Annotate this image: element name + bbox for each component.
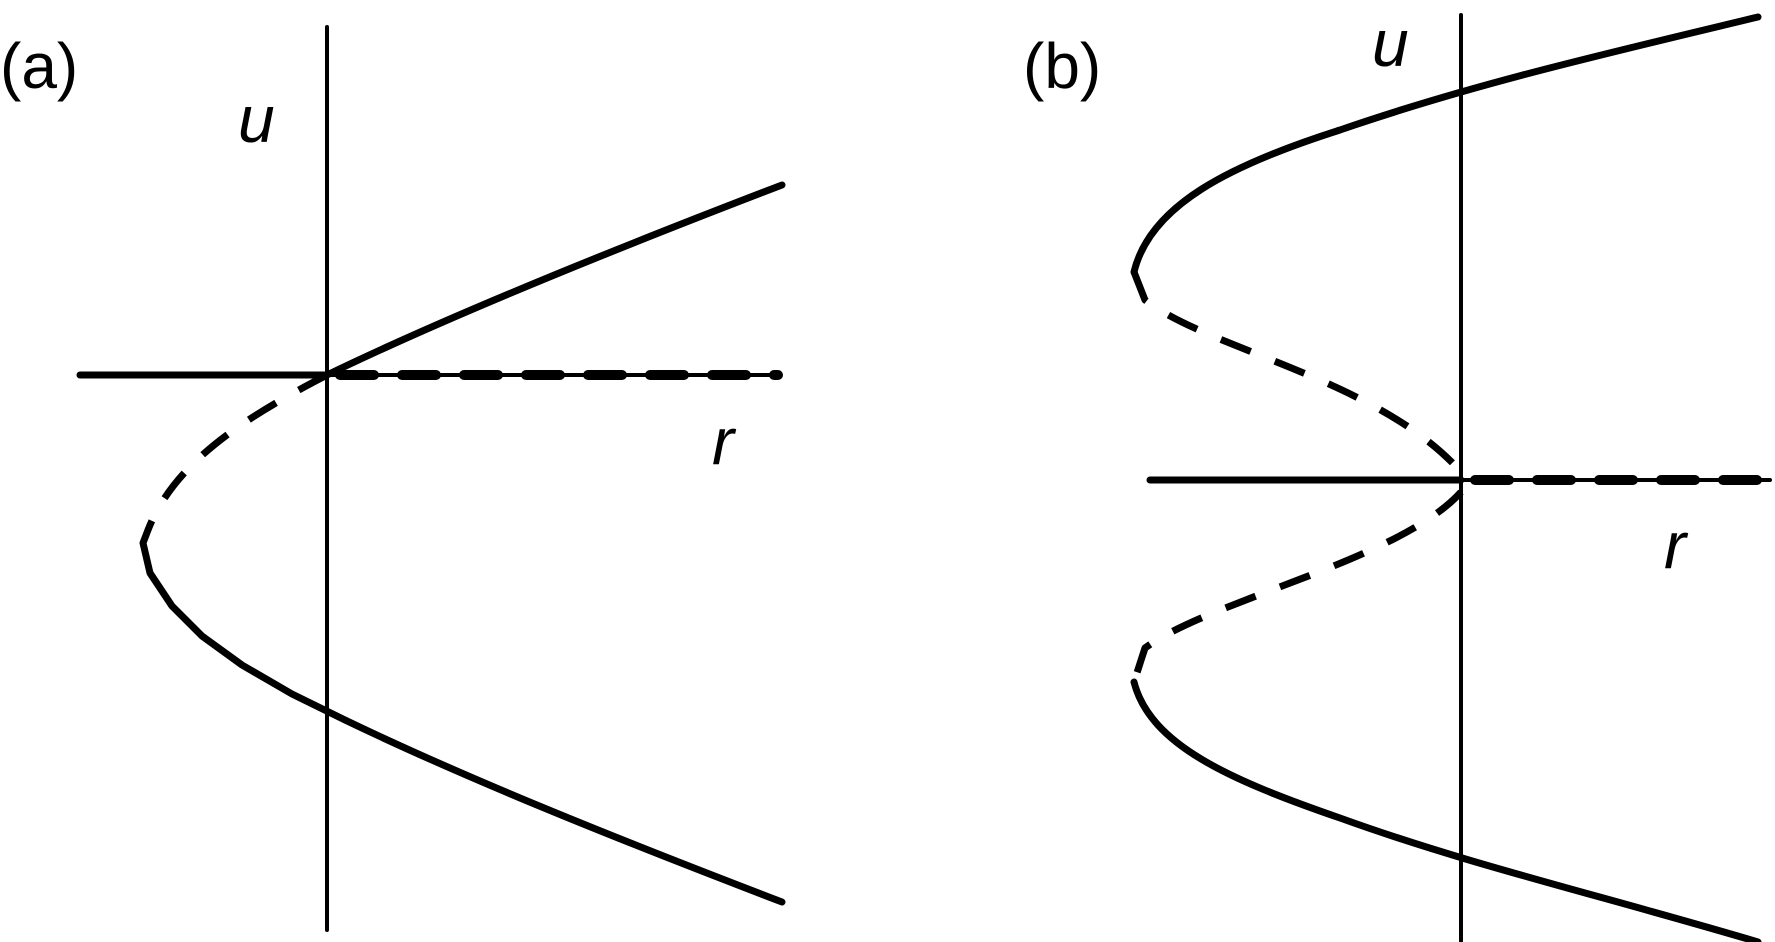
panel-b-upper-stable-branch bbox=[1130, 13, 1762, 276]
panel-a-lower-stable-branch bbox=[139, 526, 786, 906]
panel-b-lower-stable-branch bbox=[1130, 678, 1762, 942]
panel-b: (b) u r bbox=[1023, 6, 1773, 942]
panel-b-u-axis-label: u bbox=[1372, 6, 1409, 80]
panel-a-label: (a) bbox=[0, 30, 78, 102]
panel-b-r-axis-label: r bbox=[1664, 508, 1689, 582]
panel-a-upper-stable-branch bbox=[323, 181, 786, 379]
panel-b-upper-unstable-branch bbox=[1130, 270, 1464, 475]
panel-b-lower-unstable-branch bbox=[1130, 489, 1464, 684]
panel-a-r-axis-label: r bbox=[712, 404, 737, 478]
panel-a-unstable-branch bbox=[144, 371, 329, 532]
panel-a-u-axis-label: u bbox=[238, 82, 275, 156]
panel-b-label: (b) bbox=[1023, 30, 1101, 102]
panel-a: (a) u r bbox=[0, 25, 786, 932]
